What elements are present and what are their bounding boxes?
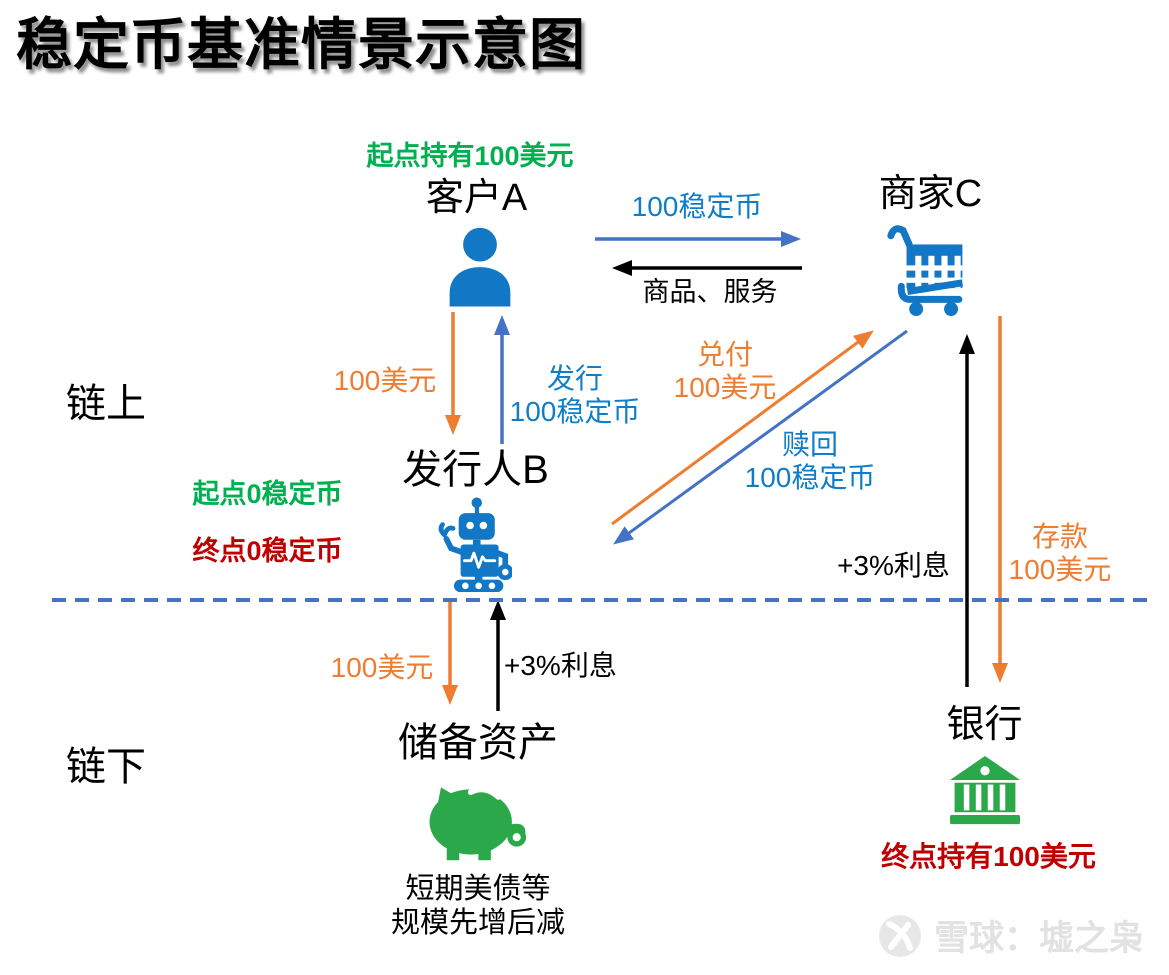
robot-icon xyxy=(438,497,512,592)
issuer-end-note: 终点0稳定币 xyxy=(192,536,343,566)
deposit-label: 存款 100美元 xyxy=(1008,521,1112,586)
issuer-start-note: 起点0稳定币 xyxy=(192,479,343,509)
pay-stablecoin-label: 100稳定币 xyxy=(631,191,763,222)
zone-on-chain-label: 链上 xyxy=(66,382,146,426)
issuer-label: 发行人B xyxy=(402,448,549,492)
piggy-bank-icon xyxy=(429,786,527,861)
bank-label: 银行 xyxy=(946,704,1023,746)
customer-label: 客户A xyxy=(425,177,528,219)
redeem-stablecoin-label: 赎回 100稳定币 xyxy=(744,429,876,494)
watermark: 雪球：墟之枭 xyxy=(876,910,1144,961)
bank-end-note: 终点持有100美元 xyxy=(881,841,1096,872)
shopping-cart-icon xyxy=(887,225,963,316)
zone-off-chain-label: 链下 xyxy=(66,745,146,789)
reserve-note: 短期美债等 规模先增后减 xyxy=(390,873,565,940)
bank-interest-label: +3%利息 xyxy=(837,550,950,581)
xueqiu-logo-icon xyxy=(879,914,921,957)
arrow-redeem-stablecoin xyxy=(613,329,908,545)
redeem-usd-label: 兑付 100美元 xyxy=(673,339,777,404)
bank-icon xyxy=(950,756,1020,825)
person-icon xyxy=(449,227,511,307)
customer-start-note: 起点持有100美元 xyxy=(366,141,574,171)
issue-stablecoin-label: 发行 100稳定币 xyxy=(509,363,641,428)
reserve-interest-label: +3%利息 xyxy=(504,650,617,681)
goods-services-label: 商品、服务 xyxy=(642,277,778,307)
merchant-label: 商家C xyxy=(878,173,983,215)
arrow-redeem-usd xyxy=(611,330,874,526)
reserve-usd-label: 100美元 xyxy=(330,652,434,683)
watermark-text: 雪球：墟之枭 xyxy=(934,919,1145,958)
mint-usd-label: 100美元 xyxy=(333,365,437,396)
page-title: 稳定币基准情景示意图 xyxy=(16,13,586,76)
reserve-label: 储备资产 xyxy=(398,721,558,765)
